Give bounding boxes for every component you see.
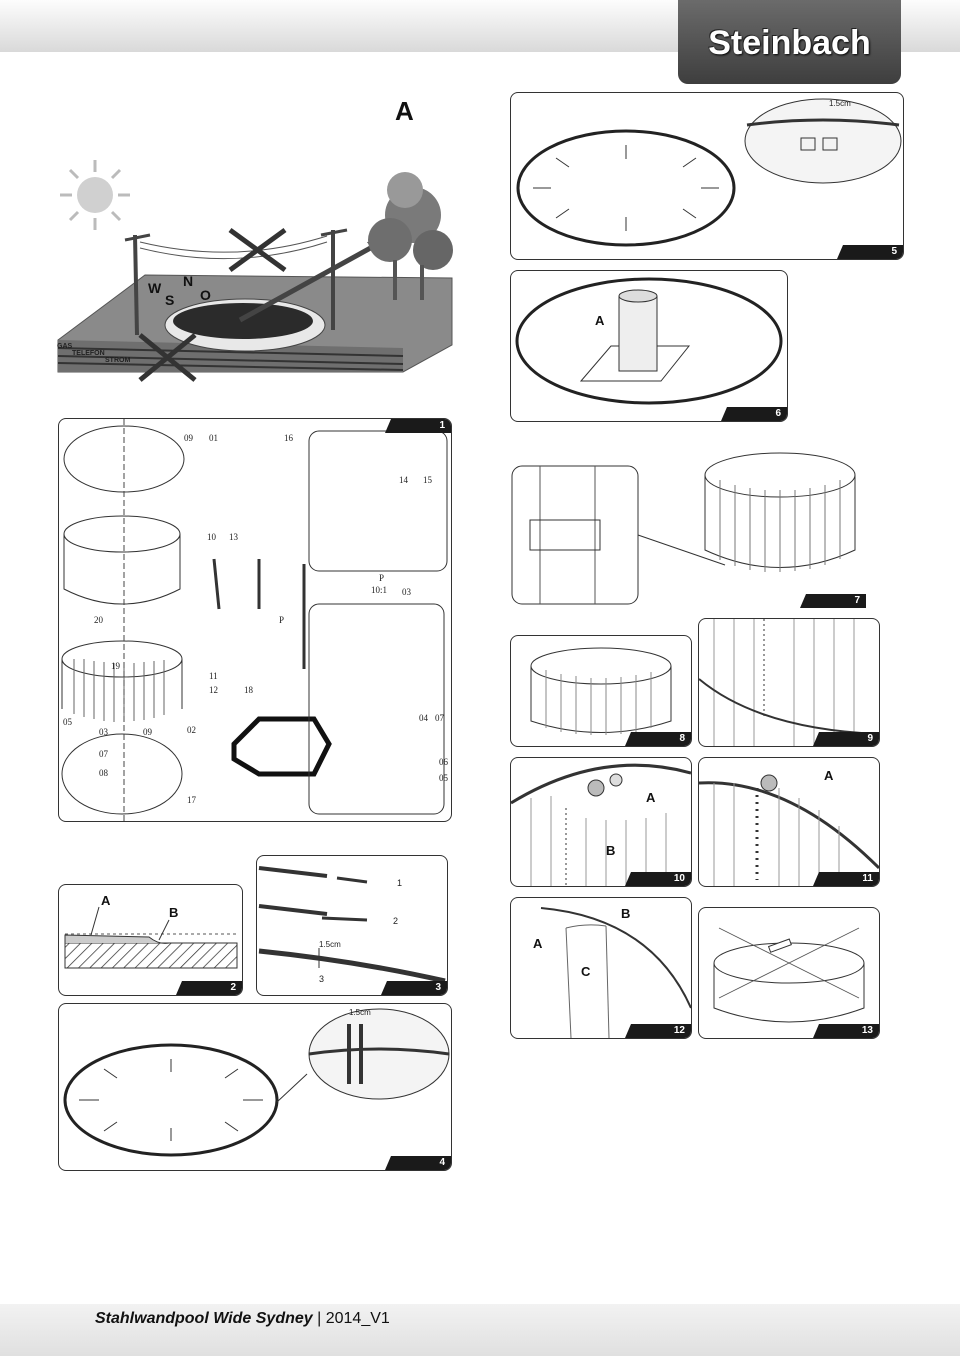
compass-w: W (148, 280, 162, 296)
label-b: B (169, 905, 179, 920)
panel-11-screws: A 11 (698, 757, 880, 887)
panel-3-number: 3 (381, 981, 447, 995)
label-b: B (621, 906, 631, 921)
label-b: B (606, 843, 616, 858)
panel-10-illustration (511, 763, 691, 886)
part-03b: 03 (99, 727, 108, 737)
part-01: 01 (209, 433, 218, 443)
panel-9-number: 9 (813, 732, 879, 746)
panel-6-number: 6 (721, 407, 787, 421)
site-scene: A N O S W GAS TELEFON STROM (55, 90, 455, 390)
part-p: P (379, 573, 385, 583)
part-05a: 05 (63, 717, 72, 727)
ground-strom: STROM (105, 357, 131, 364)
step-3: 3 (319, 974, 325, 984)
panel-9-illustration (699, 619, 879, 746)
footer-sep: | (317, 1310, 322, 1327)
footer-bar (0, 1304, 960, 1356)
panel-5-ring-top: 1.5cm 5 (510, 92, 904, 260)
footer-version: 2014_V1 (325, 1310, 390, 1327)
panel-7-wall: 7 (510, 440, 880, 610)
panel-2-illustration (64, 906, 238, 969)
footer-title: Stahlwandpool Wide Sydney (95, 1310, 313, 1327)
panel-4-number: 4 (385, 1156, 451, 1170)
panel-8-wall: 8 (510, 635, 692, 747)
part-17: 17 (187, 795, 196, 805)
part-07b: 07 (99, 749, 108, 759)
part-08: 08 (99, 768, 108, 778)
step-2: 2 (393, 916, 399, 926)
panel-7-number: 7 (800, 594, 866, 608)
panel-13-finished: 13 (698, 907, 880, 1039)
panel-3-illustration (258, 866, 446, 984)
part-13: 13 (229, 532, 238, 542)
part-06: 06 (439, 757, 448, 767)
panel-1-number: 1 (385, 419, 451, 433)
panel-4-ring: 1.5cm 4 (58, 1003, 452, 1171)
measure-1-5cm: 1.5cm (319, 940, 341, 949)
footer-text: Stahlwandpool Wide Sydney | 2014_V1 (95, 1310, 390, 1328)
part-19: 19 (111, 661, 120, 671)
scale-10-1: 10:1 (371, 585, 388, 595)
panel-2-number: 2 (176, 981, 242, 995)
scene-label: A (395, 96, 414, 126)
panel-8-number: 8 (625, 732, 691, 746)
brand-logo: Steinbach (678, 0, 901, 84)
panel-5-illustration (516, 98, 902, 247)
panel-8-illustration (530, 647, 672, 735)
part-10: 10 (207, 532, 216, 542)
panel-7-illustration (511, 452, 856, 605)
panel-12-liner: A B C 12 (510, 897, 692, 1039)
panel-10-number: 10 (625, 872, 691, 886)
label-a: A (824, 768, 834, 783)
label-a: A (595, 313, 605, 328)
panel-13-illustration (713, 927, 865, 1023)
part-16: 16 (284, 433, 293, 443)
panel-11-illustration (699, 774, 879, 886)
panel-4-illustration (63, 1008, 450, 1157)
panel-11-number: 11 (813, 872, 879, 886)
ground-telefon: TELEFON (72, 350, 105, 357)
panel-6-post: A 6 (510, 270, 788, 422)
label-a: A (101, 893, 111, 908)
site-scene-illustration (57, 160, 453, 382)
panel-12-number: 12 (625, 1024, 691, 1038)
panel-10-screws: A B 10 (510, 757, 692, 887)
part-09b: 09 (143, 727, 152, 737)
part-04: 04 (419, 713, 428, 723)
part-18: 18 (244, 685, 253, 695)
compass-s: S (165, 292, 175, 308)
label-c: C (581, 964, 591, 979)
panel-9-wall-detail: 9 (698, 618, 880, 747)
part-03a: 03 (402, 587, 411, 597)
label-a: A (646, 790, 656, 805)
panel-3-rails: 1 2 1.5cm 3 3 (256, 855, 448, 996)
compass-o: O (200, 287, 211, 303)
panel-5-number: 5 (837, 245, 903, 259)
ground-gas: GAS (57, 343, 73, 350)
part-p2: P (279, 615, 285, 625)
brand-name: Steinbach (708, 24, 871, 62)
part-15: 15 (423, 475, 432, 485)
label-a: A (533, 936, 543, 951)
panel-1-parts: 09 01 16 14 15 10 13 P 10:1 03 20 P 19 1… (58, 418, 452, 822)
panel-1-illustration (61, 419, 448, 821)
part-11: 11 (209, 671, 218, 681)
part-02: 02 (187, 725, 196, 735)
part-09: 09 (184, 433, 193, 443)
panel-13-number: 13 (813, 1024, 879, 1038)
part-07a: 07 (435, 713, 444, 723)
part-12: 12 (209, 685, 218, 695)
measure-1-5cm: 1.5cm (829, 99, 851, 108)
compass-n: N (183, 273, 194, 289)
part-14: 14 (399, 475, 408, 485)
panel-2-ground: A B 2 (58, 884, 243, 996)
part-20: 20 (94, 615, 103, 625)
part-05b: 05 (439, 773, 448, 783)
panel-12-illustration (540, 907, 691, 1038)
measure-1-5cm: 1.5cm (349, 1008, 371, 1017)
panel-6-illustration (515, 277, 783, 405)
step-1: 1 (397, 878, 403, 888)
